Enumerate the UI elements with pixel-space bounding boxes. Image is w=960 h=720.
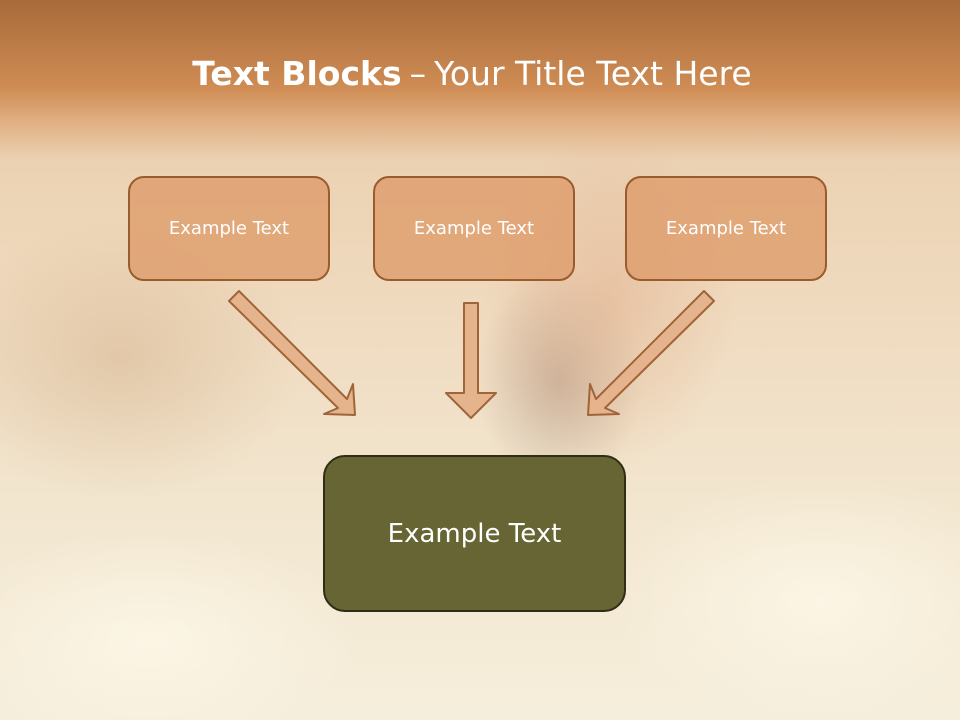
arrow-center bbox=[445, 302, 497, 419]
text-block-1-label: Example Text bbox=[168, 218, 290, 239]
target-text-block-label: Example Text bbox=[387, 518, 562, 549]
text-block-3[interactable]: Example Text bbox=[625, 176, 827, 281]
arrow-right bbox=[587, 290, 715, 416]
text-block-3-label: Example Text bbox=[665, 218, 787, 239]
target-text-block[interactable]: Example Text bbox=[323, 455, 626, 612]
text-block-2-label: Example Text bbox=[413, 218, 535, 239]
text-block-2[interactable]: Example Text bbox=[373, 176, 575, 281]
slide-title: Text Blocks–Your Title Text Here bbox=[0, 52, 944, 96]
title-rest-text: Your Title Text Here bbox=[434, 54, 752, 93]
text-block-1[interactable]: Example Text bbox=[128, 176, 330, 281]
title-band bbox=[0, 0, 960, 160]
arrow-left bbox=[228, 290, 356, 416]
title-separator: – bbox=[409, 54, 427, 93]
title-bold-text: Text Blocks bbox=[192, 54, 402, 93]
